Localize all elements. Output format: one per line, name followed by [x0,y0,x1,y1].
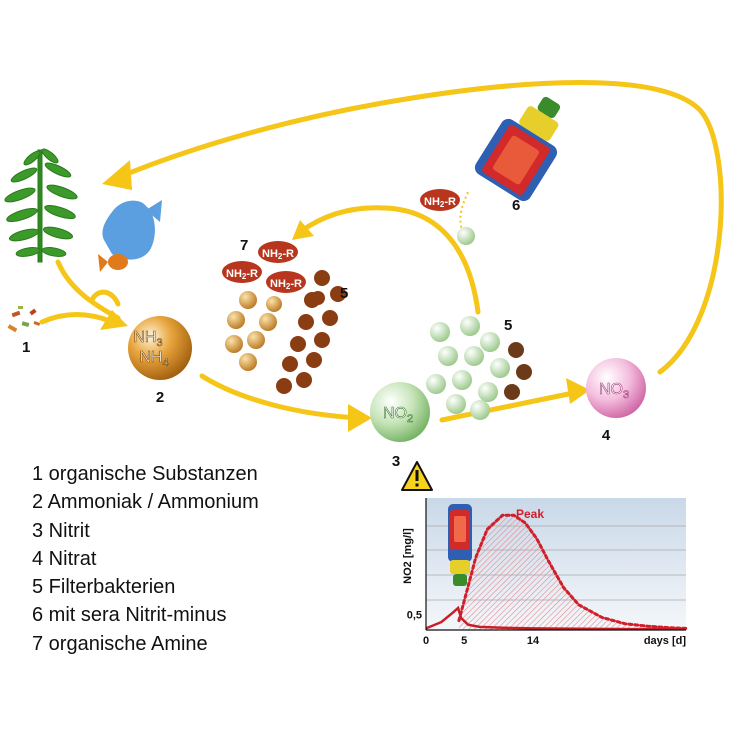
amine-molecule-bottle: NH2-R [420,189,460,211]
legend-item: 3 Nitrit [32,519,90,542]
warning-icon [401,461,433,491]
arrow-nitrate-to-plant [119,80,724,375]
chart-x-tick-label: 14 [527,635,540,647]
legend-item: 1 organische Substanzen [32,463,258,485]
chart-series-dosed-line [425,605,686,631]
legend-item: 5 Filterbakterien [32,576,176,599]
arrow-nitrite-to-nitrate [439,389,581,423]
svg-text:NH2-R: NH2-R [226,268,258,281]
chart-ylabel: NO2 [mg/l] [402,528,414,584]
nitrite-node: NO2 [370,382,430,442]
arrowhead-nitrate [566,378,590,404]
amine-molecule: NH2-R [266,271,306,293]
amine-molecule: NH2-R [222,261,262,283]
nitrate-node: NO3 [586,358,646,418]
amine-molecule: NH2-R [258,241,298,263]
small-nitrite-molecules [426,316,510,420]
cycle-arrows [39,80,724,423]
bacteria-cluster-right [504,342,532,400]
arrow-plant-to-ammonia [55,259,121,321]
arrowhead-plant [102,160,132,190]
chart-xlabel: days [d] [644,635,687,647]
dosing-stream [459,191,469,231]
legend-item: 7 organische Amine [32,632,208,655]
label-product-number: 6 [512,197,520,214]
legend-item: 2 Ammoniak / Ammonium [32,491,259,514]
plant-icon [4,148,78,263]
svg-text:NH2-R: NH2-R [262,248,294,261]
svg-text:NH2-R: NH2-R [270,278,302,291]
arrow-organic-to-ammonia [39,312,115,325]
chart-tick-labels: 0 5 14 0,5 [407,609,540,647]
ammonia-node: NH3 NH4 [128,316,192,380]
label-bacteria-right-number: 5 [504,317,512,334]
chart-x-tick-label: 0 [423,635,429,647]
chart-y-tick-label: 0,5 [407,609,422,621]
small-ammonia-molecules [225,291,282,371]
svg-text:NH2-R: NH2-R [424,196,456,209]
ammonia-number: 2 [156,389,164,406]
arrowhead-nitrite [348,404,372,432]
nitrite-number: 3 [392,453,400,470]
arrow-fish-to-ammonia [89,289,121,307]
bacteria-cluster-left [276,270,346,394]
chart-peak-hatch-area [458,515,686,630]
chart-peak-annotation: Peak [516,507,544,521]
small-nitrite-drop [457,227,475,245]
bottle-icon [474,96,561,202]
ammonia-formula-nh3: NH3 [133,329,162,349]
nitrite-formula: NO2 [383,405,413,425]
fish-icon [98,200,162,272]
legend-list: 1 organische Substanzen 2 Ammoniak / Amm… [32,460,259,658]
label-bacteria-left-number: 5 [340,285,348,302]
ammonia-formula-nh4: NH4 [139,349,168,369]
arrow-ammonia-to-nitrite [199,373,363,421]
legend-item: 6 mit sera Nitrit-minus [32,604,227,627]
nitrite-chart: NO2 [mg/l] days [d] Peak 0 5 14 0,5 [402,498,688,647]
label-amines-number: 7 [240,237,248,254]
arrowhead-ammonia [100,310,128,330]
arrow-bacteria-to-amines [297,205,481,315]
chart-x-tick-label: 5 [461,635,467,647]
label-organic-number: 1 [22,339,30,356]
amine-group: NH2-R NH2-R NH2-R [222,241,306,293]
arrowhead-amines [292,220,314,240]
nitrate-number: 4 [602,427,611,444]
small-fish-icon [98,254,128,272]
nitrate-formula: NO3 [599,381,629,401]
chart-series-peak-line [457,513,688,630]
chart-bottle-icon [448,504,472,586]
legend-item: 4 Nitrat [32,547,97,570]
arrow-heads [100,160,590,432]
organic-flakes-icon [7,306,41,333]
